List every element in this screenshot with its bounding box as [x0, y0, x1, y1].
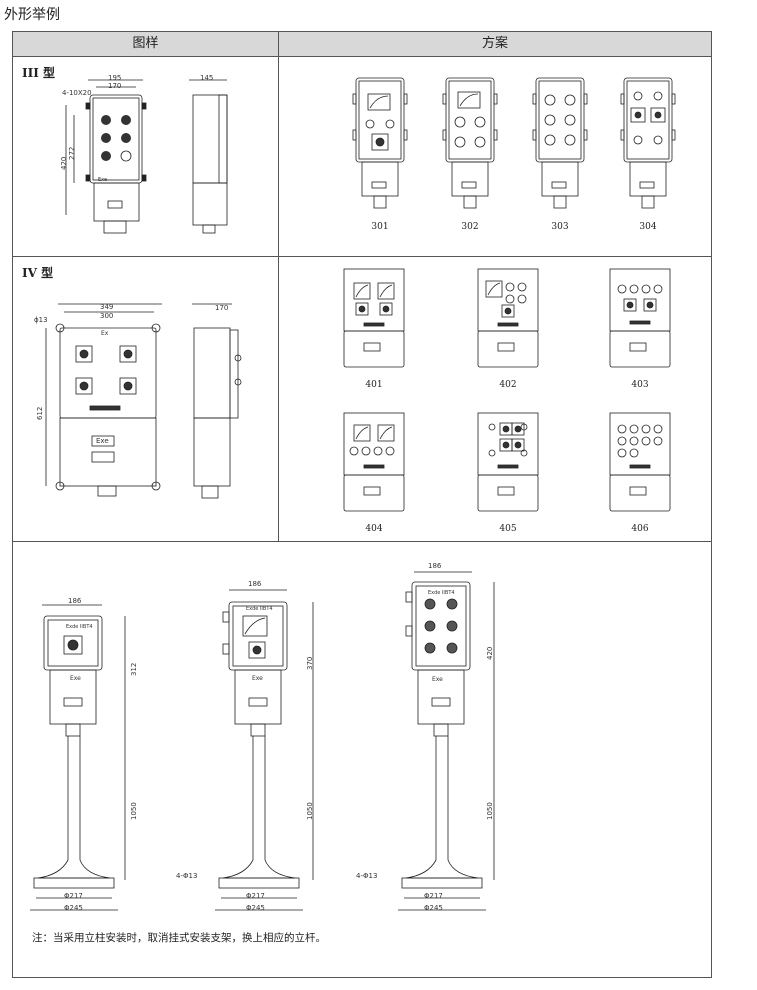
pillar1-dim-height: 312 — [130, 662, 138, 676]
pillar3-dim-hole: 4-Φ13 — [356, 872, 378, 880]
pillar3-dim-pole: 1050 — [486, 802, 494, 820]
pillar2-dim-pole: 1050 — [306, 802, 314, 820]
scheme-code-406: 406 — [631, 524, 649, 534]
scheme-code-303: 303 — [551, 222, 569, 232]
pillar2-dim-d245: Φ245 — [246, 904, 265, 912]
type3-dim-170: 170 — [108, 82, 122, 90]
header-drawing: 图样 — [13, 32, 279, 57]
pillar2-dim-width: 186 — [248, 580, 262, 588]
spec-table: 图样 方案 — [12, 31, 712, 978]
pillar1-dim-d217: Φ217 — [64, 892, 83, 900]
pillar2-label-top: Exde IIBT4 — [246, 606, 273, 612]
scheme-code-401: 401 — [365, 380, 383, 390]
row-divider-1 — [13, 256, 711, 257]
pillar-2 — [215, 589, 314, 911]
scheme-304 — [620, 77, 676, 209]
type3-dim-hole: 4-10X20 — [62, 89, 92, 97]
scheme-code-304: 304 — [639, 222, 657, 232]
type4-dim-phi13: ϕ13 — [34, 316, 48, 324]
type3-label: III 型 — [22, 66, 56, 80]
type3-front-drawing — [65, 79, 147, 234]
type3-dim-195: 195 — [108, 74, 122, 82]
scheme-code-301: 301 — [371, 222, 389, 232]
type3-dim-420: 420 — [60, 156, 68, 170]
type4-front-drawing — [45, 303, 162, 497]
pillar2-dim-hole: 4-Φ13 — [176, 872, 198, 880]
type3-dim-145: 145 — [200, 74, 214, 82]
pillar3-dim-d217: Φ217 — [424, 892, 443, 900]
type4-label: IV 型 — [22, 266, 54, 280]
pillar1-dim-d245: Φ245 — [64, 904, 83, 912]
scheme-401 — [343, 268, 405, 368]
type4-label-ex: Ex — [101, 330, 109, 337]
scheme-code-403: 403 — [631, 380, 649, 390]
pillar3-label-bottom: Exe — [432, 676, 443, 683]
pillar3-label-top: Exde IIBT4 — [428, 590, 455, 596]
scheme-403 — [609, 268, 671, 368]
type4-dim-300: 300 — [100, 312, 114, 320]
type3-dim-272: 272 — [68, 146, 76, 160]
pillar1-dim-pole: 1050 — [130, 802, 138, 820]
pillar-1 — [30, 604, 126, 911]
type4-scheme-drawings — [343, 268, 671, 512]
type4-dim-349: 349 — [100, 303, 114, 311]
scheme-405 — [477, 412, 539, 512]
pillar2-dim-height: 370 — [306, 656, 314, 670]
column-divider — [278, 32, 279, 542]
pillar3-dim-width: 186 — [428, 562, 442, 570]
pillar3-dim-height: 420 — [486, 646, 494, 660]
type4-label-exe: Exe — [96, 437, 109, 445]
type3-side-drawing — [189, 79, 228, 234]
scheme-404 — [343, 412, 405, 512]
type4-side-drawing — [192, 303, 242, 499]
type3-label-exe: Exe — [98, 177, 108, 183]
type4-dim-170: 170 — [215, 304, 229, 312]
pillar1-label-bottom: Exe — [70, 675, 81, 682]
type4-dim-612: 612 — [36, 406, 44, 420]
pillar3-dim-d245: Φ245 — [424, 904, 443, 912]
scheme-303 — [532, 77, 588, 209]
row-divider-2 — [13, 541, 711, 542]
scheme-406 — [609, 412, 671, 512]
scheme-302 — [442, 77, 498, 209]
page-heading: 外形举例 — [4, 7, 60, 23]
scheme-code-302: 302 — [461, 222, 479, 232]
scheme-402 — [477, 268, 539, 368]
scheme-301 — [352, 77, 408, 209]
scheme-code-402: 402 — [499, 380, 517, 390]
mounting-note: 注：当采用立柱安装时，取消挂式安装支架，换上相应的立杆。 — [32, 932, 326, 944]
header-scheme: 方案 — [279, 32, 711, 57]
pillar2-label-bottom: Exe — [252, 675, 263, 682]
scheme-code-405: 405 — [499, 524, 517, 534]
pillar2-dim-d217: Φ217 — [246, 892, 265, 900]
scheme-code-404: 404 — [365, 524, 383, 534]
type3-scheme-drawings — [352, 77, 676, 209]
pillar-drawings — [30, 571, 495, 911]
pillar1-dim-width: 186 — [68, 597, 82, 605]
pillar1-label-top: Exde IIBT4 — [66, 624, 93, 630]
pillar-3 — [398, 571, 495, 911]
